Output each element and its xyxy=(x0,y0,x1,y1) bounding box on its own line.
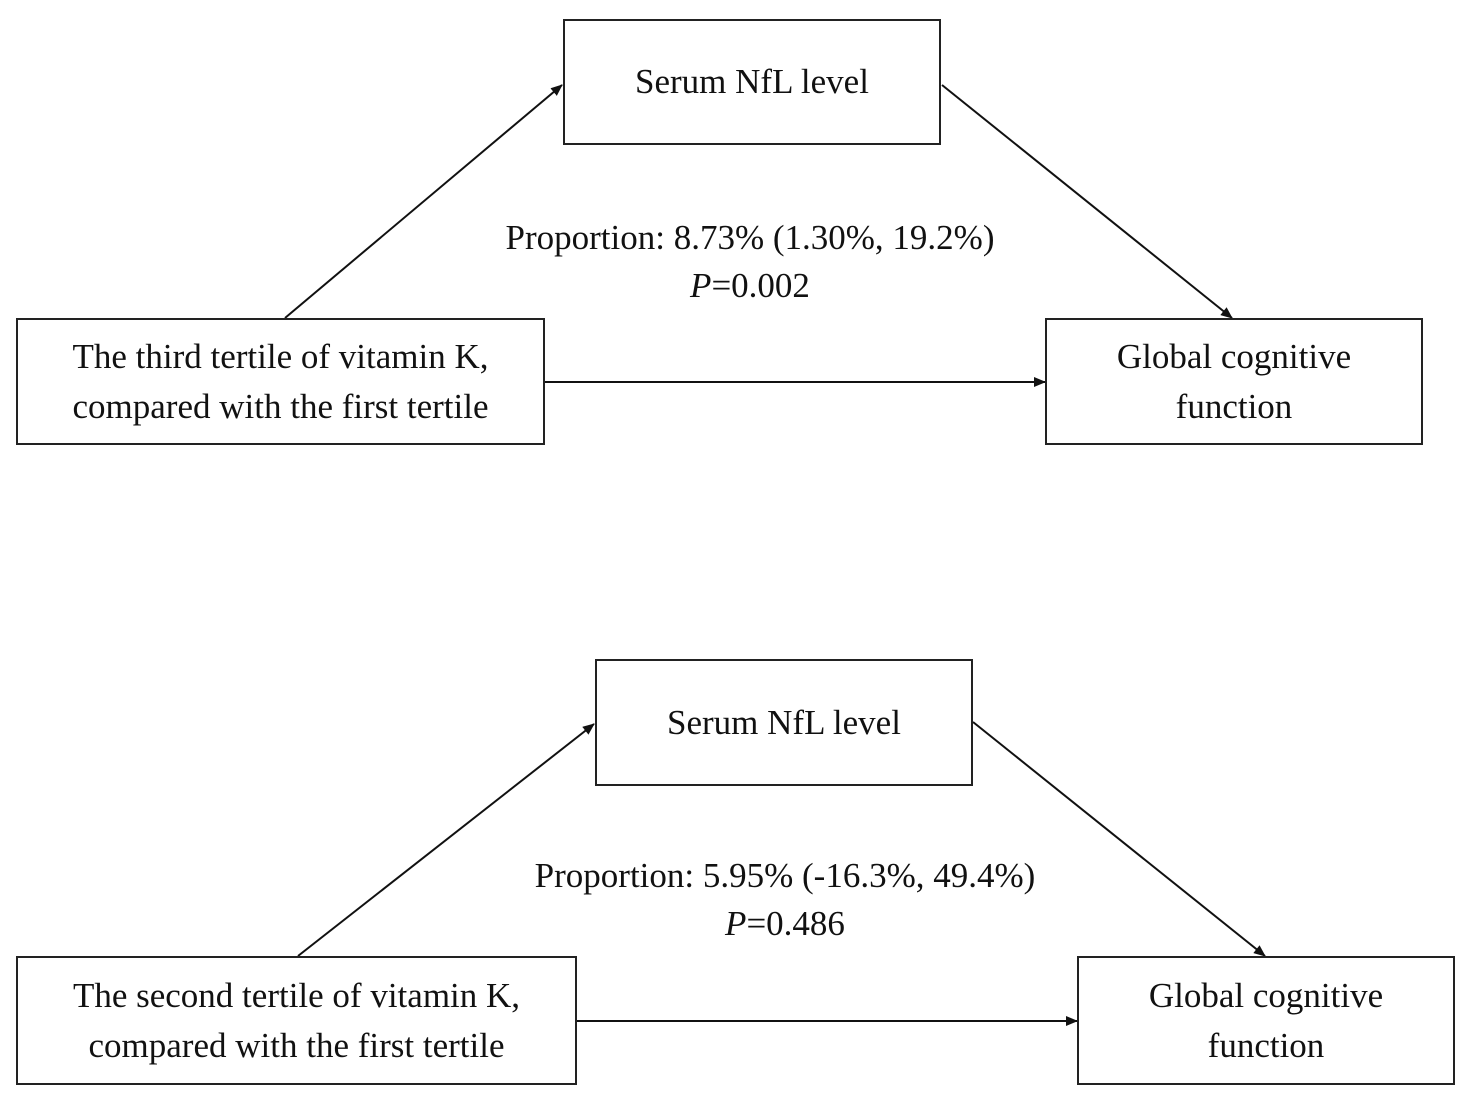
mediator-label-2: Serum NfL level xyxy=(667,702,901,742)
arrow-exposure-to-mediator-2 xyxy=(297,723,595,957)
arrow-mediator-to-outcome-1 xyxy=(941,84,1233,319)
proportion-text-2: Proportion: 5.95% (-16.3%, 49.4%) xyxy=(534,856,1036,895)
mediator-box-1: Serum NfL level xyxy=(563,19,941,145)
mediation-stats-2: Proportion: 5.95% (-16.3%, 49.4%) P=0.48… xyxy=(485,852,1085,948)
arrow-exposure-to-mediator-1 xyxy=(284,84,563,319)
outcome-label-1-line-2: function xyxy=(1175,386,1293,426)
p-value-text-1: P=0.002 xyxy=(450,262,1050,310)
exposure-box-1: The third tertile of vitamin K, compared… xyxy=(16,318,545,445)
exposure-label-2-line-2: compared with the first tertile xyxy=(88,1025,505,1065)
exposure-label-1-line-1: The third tertile of vitamin K, xyxy=(72,336,489,376)
mediator-box-2: Serum NfL level xyxy=(595,659,973,786)
exposure-label-1-line-2: compared with the first tertile xyxy=(72,386,489,426)
outcome-label-2-line-2: function xyxy=(1207,1025,1325,1065)
outcome-label-2-line-1: Global cognitive xyxy=(1148,975,1384,1015)
outcome-label-1-line-1: Global cognitive xyxy=(1116,336,1352,376)
outcome-box-1: Global cognitive function xyxy=(1045,318,1423,445)
p-value-text-2: P=0.486 xyxy=(485,900,1085,948)
mediation-stats-1: Proportion: 8.73% (1.30%, 19.2%) P=0.002 xyxy=(450,214,1050,310)
exposure-box-2: The second tertile of vitamin K, compare… xyxy=(16,956,577,1085)
outcome-box-2: Global cognitive function xyxy=(1077,956,1455,1085)
p-value-2: =0.486 xyxy=(746,904,845,943)
p-symbol-1: P xyxy=(690,266,712,305)
p-value-1: =0.002 xyxy=(711,266,810,305)
proportion-text-1: Proportion: 8.73% (1.30%, 19.2%) xyxy=(505,218,995,257)
mediator-label-1: Serum NfL level xyxy=(635,62,869,101)
exposure-label-2-line-1: The second tertile of vitamin K, xyxy=(72,975,521,1015)
p-symbol-2: P xyxy=(725,904,747,943)
arrow-mediator-to-outcome-2 xyxy=(972,721,1266,957)
